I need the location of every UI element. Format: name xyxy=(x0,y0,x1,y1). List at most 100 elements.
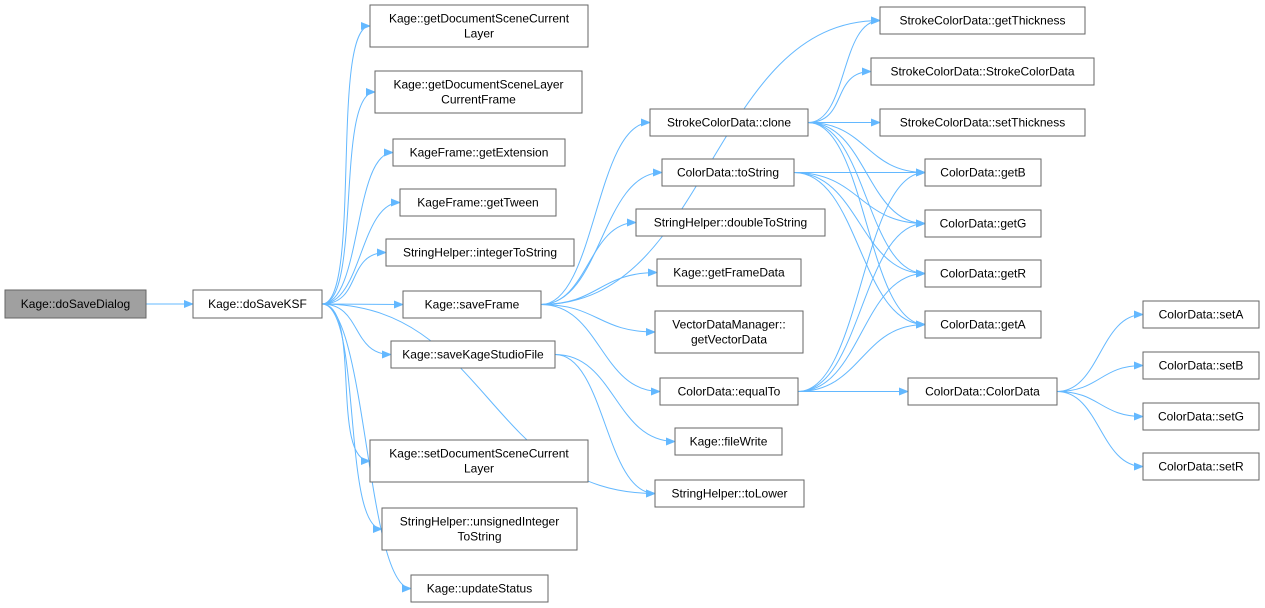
node-label: ColorData::ColorData xyxy=(925,385,1040,399)
node-box xyxy=(656,258,802,287)
node-box xyxy=(879,108,1086,137)
node-get-r[interactable]: ColorData::getR xyxy=(924,259,1042,288)
node-label: Kage::saveKageStudioFile xyxy=(402,348,544,362)
node-box xyxy=(654,479,805,508)
edge-save-kage-studio-file-to-to-lower xyxy=(554,354,656,498)
node-box xyxy=(399,188,557,217)
node-label: Kage::updateStatus xyxy=(427,582,532,596)
edge-save-frame-to-double-to-string xyxy=(540,218,637,305)
node-label: Kage::getDocumentSceneCurrent xyxy=(389,12,570,26)
node-label: KageFrame::getExtension xyxy=(410,146,549,160)
node-set-thickness[interactable]: StrokeColorData::setThickness xyxy=(879,108,1086,137)
edge-do-save-ksf-to-get-document-scene-current-layer xyxy=(321,22,371,305)
edge-color-ctor-to-set-b xyxy=(1056,361,1144,392)
node-box xyxy=(661,158,795,187)
edge-color-ctor-to-set-a xyxy=(1056,310,1144,392)
node-label: Kage::getFrameData xyxy=(673,266,785,280)
node-get-tween[interactable]: KageFrame::getTween xyxy=(399,188,557,217)
edge-color-ctor-to-set-r xyxy=(1056,391,1144,471)
node-get-thickness[interactable]: StrokeColorData::getThickness xyxy=(879,6,1086,35)
node-box xyxy=(369,439,589,483)
node-set-a[interactable]: ColorData::setA xyxy=(1142,300,1260,329)
node-label: CurrentFrame xyxy=(441,93,516,107)
node-set-g[interactable]: ColorData::setG xyxy=(1142,402,1260,431)
node-box xyxy=(1142,402,1260,431)
node-label: Kage::doSaveKSF xyxy=(208,297,307,311)
edge-equal-to-to-get-b xyxy=(797,168,926,392)
edge-color-to-string-to-get-a xyxy=(793,172,926,329)
node-label: StringHelper::toLower xyxy=(671,487,787,501)
node-label: ColorData::getR xyxy=(940,267,1026,281)
node-set-r[interactable]: ColorData::setR xyxy=(1142,452,1260,481)
node-label: StringHelper::integerToString xyxy=(403,246,557,260)
node-color-to-string[interactable]: ColorData::toString xyxy=(661,158,795,187)
node-label: ColorData::toString xyxy=(677,166,779,180)
node-label: Layer xyxy=(464,462,494,476)
node-label: ColorData::getG xyxy=(940,217,1027,231)
edge-color-to-string-to-get-r xyxy=(793,172,926,278)
node-set-b[interactable]: ColorData::setB xyxy=(1142,351,1260,380)
node-get-vector-data[interactable]: VectorDataManager::getVectorData xyxy=(654,310,804,354)
node-box xyxy=(1142,452,1260,481)
node-label: StringHelper::doubleToString xyxy=(654,216,807,230)
node-box xyxy=(654,310,804,354)
node-label: Kage::setDocumentSceneCurrent xyxy=(389,447,569,461)
node-box xyxy=(907,377,1058,406)
node-label: ColorData::getB xyxy=(940,166,1025,180)
node-to-lower[interactable]: StringHelper::toLower xyxy=(654,479,805,508)
node-box xyxy=(410,574,549,603)
node-update-status[interactable]: Kage::updateStatus xyxy=(410,574,549,603)
node-label: ColorData::setA xyxy=(1159,308,1244,322)
node-box xyxy=(635,208,826,237)
node-label: ColorData::setB xyxy=(1159,359,1244,373)
node-get-extension[interactable]: KageFrame::getExtension xyxy=(392,138,566,167)
node-box xyxy=(924,310,1042,339)
node-label: Kage::saveFrame xyxy=(425,298,520,312)
node-double-to-string[interactable]: StringHelper::doubleToString xyxy=(635,208,826,237)
edge-do-save-ksf-to-update-status xyxy=(321,303,412,593)
node-label: ColorData::getA xyxy=(940,318,1025,332)
node-get-g[interactable]: ColorData::getG xyxy=(924,209,1042,238)
edge-equal-to-to-get-r xyxy=(797,269,926,392)
edge-stroke-clone-to-get-b xyxy=(807,122,926,177)
edge-equal-to-to-get-g xyxy=(797,219,926,392)
node-equal-to[interactable]: ColorData::equalTo xyxy=(659,377,799,406)
edge-save-frame-to-equal-to xyxy=(540,304,661,396)
node-file-write[interactable]: Kage::fileWrite xyxy=(674,427,783,456)
edge-save-frame-to-stroke-clone xyxy=(540,118,651,305)
node-label: ToString xyxy=(457,530,501,544)
node-save-frame[interactable]: Kage::saveFrame xyxy=(402,290,542,319)
node-save-kage-studio-file[interactable]: Kage::saveKageStudioFile xyxy=(390,340,556,369)
node-label: Layer xyxy=(464,27,494,41)
edge-color-to-string-to-get-g xyxy=(793,172,926,228)
node-label: StrokeColorData::StrokeColorData xyxy=(890,65,1074,79)
node-label: StrokeColorData::clone xyxy=(667,116,791,130)
edge-do-save-ksf-to-get-tween xyxy=(321,198,401,305)
node-box xyxy=(924,259,1042,288)
node-box xyxy=(385,238,575,267)
node-stroke-clone[interactable]: StrokeColorData::clone xyxy=(649,108,809,137)
node-stroke-ctor[interactable]: StrokeColorData::StrokeColorData xyxy=(870,57,1095,86)
edge-stroke-clone-to-get-thickness xyxy=(807,16,881,123)
node-label: getVectorData xyxy=(691,333,767,347)
node-color-ctor[interactable]: ColorData::ColorData xyxy=(907,377,1058,406)
node-do-save-dialog[interactable]: Kage::doSaveDialog xyxy=(4,289,147,319)
node-label: StrokeColorData::setThickness xyxy=(900,116,1065,130)
node-get-b[interactable]: ColorData::getB xyxy=(924,158,1042,187)
node-do-save-ksf[interactable]: Kage::doSaveKSF xyxy=(192,289,323,319)
edge-do-save-ksf-to-integer-to-string xyxy=(321,248,387,305)
node-integer-to-string[interactable]: StringHelper::integerToString xyxy=(385,238,575,267)
node-box xyxy=(924,209,1042,238)
edge-equal-to-to-get-a xyxy=(797,320,926,392)
node-box xyxy=(390,340,556,369)
node-box xyxy=(374,70,583,114)
node-box xyxy=(402,290,542,319)
node-label: ColorData::setG xyxy=(1158,410,1244,424)
node-get-a[interactable]: ColorData::getA xyxy=(924,310,1042,339)
node-get-frame-data[interactable]: Kage::getFrameData xyxy=(656,258,802,287)
